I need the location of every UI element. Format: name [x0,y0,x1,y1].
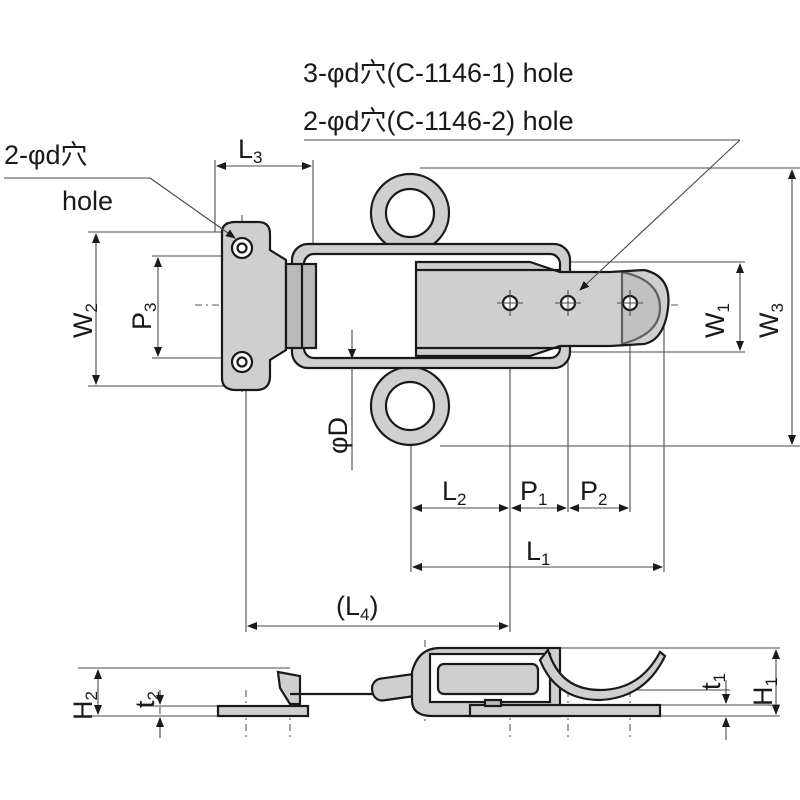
hook-hole-2 [555,290,581,316]
label-L3: L3 [238,134,263,167]
upper-ring [369,172,451,254]
label-P3: P3 [127,303,160,330]
hook-hole-1 [497,290,523,316]
side-extension-lines [78,647,780,717]
labels: 3-φd穴(C-1146-1) hole 2-φd穴(C-1146-2) hol… [4,58,787,720]
side-hook [538,647,667,702]
note-3-holes: 3-φd穴(C-1146-1) hole [303,58,574,88]
label-L4: (L4) [336,591,378,624]
note-left-holes: 2-φd穴 [4,140,88,170]
note-2-holes: 2-φd穴(C-1146-2) hole [303,106,574,136]
side-base-plate [216,704,310,718]
base-hole-top [230,236,254,260]
base-plate [220,220,318,392]
label-H2: H2 [68,691,101,720]
hook-holes [497,290,643,316]
side-hinge [276,670,302,706]
top-view [4,139,800,632]
label-W3: W3 [754,303,787,338]
label-L1: L1 [526,536,551,569]
hook-plate [414,260,670,358]
hook-hole-3 [617,290,643,316]
label-P2: P2 [580,476,607,509]
side-striker-plate [468,703,662,718]
note-left-holes-hole: hole [62,186,113,216]
lower-ring [369,365,451,447]
side-view [78,640,780,740]
label-t2: t2 [130,691,163,708]
label-phiD: φD [323,417,353,454]
label-W2: W2 [68,303,101,338]
label-H1: H1 [748,677,781,706]
dimension-lines [92,162,796,630]
label-W1: W1 [700,303,733,338]
label-P1: P1 [520,476,547,509]
leader-lines [4,139,741,291]
label-L2: L2 [442,476,467,509]
label-t1: t1 [696,673,729,690]
base-hole-bottom [230,350,254,374]
